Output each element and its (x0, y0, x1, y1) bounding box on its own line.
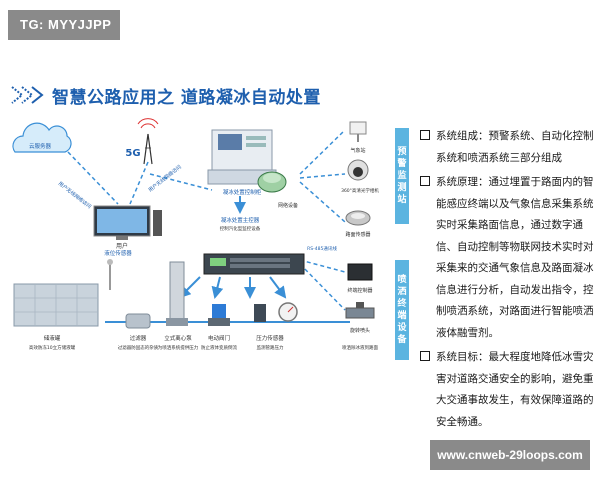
bullet-item: 系统目标：最大程度地降低冰雪灾害对道路交通安全的影响，避免重大交通事故发生，有效… (420, 347, 596, 433)
level-sensor-icon (107, 259, 113, 290)
tank-label: 储液罐 (44, 334, 61, 342)
pump-sub-label: 为喷洒系统提供压力 (158, 344, 199, 351)
slide-background (0, 70, 600, 410)
filter-icon (125, 313, 151, 329)
rs485-label: RS-485通讯线 (307, 245, 337, 252)
host-label: 凝冰处置主控器 (221, 216, 260, 224)
5g-label: 5G (125, 148, 140, 159)
corner-tag: TG: MYYJJPP (8, 10, 120, 40)
valve-label: 电动阀门 (208, 334, 230, 342)
terminal-controller-icon (347, 263, 373, 281)
user-label: 用户 (116, 242, 128, 250)
storage-tank-icon (13, 283, 99, 327)
road-sensor-label: 路面传感器 (345, 231, 370, 238)
host-sub-label: 控制汽化型监控设备 (220, 225, 261, 232)
nozzle-label: 旋转喷头 (350, 327, 370, 334)
pressure-label: 压力传感器 (256, 334, 284, 342)
chevron-arrow-icon (11, 86, 44, 104)
control-cabinet-label: 凝冰处置控制柜 (223, 188, 262, 196)
diagram-canvas: 云服务器 5G 用户无线网络访问 用户无线网络访问 用户 凝冰处置 (12, 118, 379, 351)
pressure-gauge-icon (278, 302, 298, 322)
filter-label: 过滤器 (130, 334, 147, 342)
host-controller-icon (203, 253, 305, 275)
side-label-warning: 预警监测站 (395, 128, 409, 224)
bullet-item: 系统组成：预警系统、自动化控制系统和喷洒系统三部分组成 (420, 126, 596, 169)
checkbox-square-icon (420, 176, 430, 186)
valve-sub-label: 防止液体变质倒流 (201, 344, 237, 351)
camera-icon (347, 159, 369, 181)
system-diagram: 云服务器 5G 用户无线网络访问 用户无线网络访问 用户 凝冰处置 (0, 112, 415, 410)
cloud-label: 云服务器 (29, 142, 52, 150)
bullet-text: 系统组成：预警系统、自动化控制系统和喷洒系统三部分组成 (436, 130, 594, 164)
cloud-server-icon (12, 122, 72, 153)
bullet-text: 系统目标：最大程度地降低冰雪灾害对道路交通安全的影响，避免重大交通事故发生，有效… (436, 351, 594, 428)
workstation-icon (93, 205, 162, 240)
weather-station-icon (349, 121, 367, 142)
page-title: 智慧公路应用之 道路凝冰自动处置 (52, 87, 321, 108)
watermark-url: www.cnweb-29loops.com (430, 440, 590, 470)
camera-label: 360°高清光学相机 (341, 187, 379, 194)
user-link-label-1: 用户无线网络访问 (57, 180, 93, 210)
pressure-sensor-icon (254, 304, 266, 322)
pressure-sub-label: 监测管路压力 (257, 344, 284, 351)
control-cabinet-icon (207, 129, 277, 185)
electric-valve-icon (208, 304, 230, 326)
5g-tower-icon (137, 118, 159, 165)
spray-nozzle-icon (345, 302, 375, 319)
checkbox-square-icon (420, 351, 430, 361)
user-link-label-2: 用户无线网络访问 (147, 163, 183, 193)
nozzle-sub-label: 喷洒除冰液到路面 (342, 344, 378, 351)
checkbox-square-icon (420, 130, 430, 140)
weather-label: 气象站 (350, 147, 365, 154)
tank-sub-label: 高效防冻10立方储液罐 (29, 344, 76, 351)
description-panel: 系统组成：预警系统、自动化控制系统和喷洒系统三部分组成 系统原理：通过埋置于路面… (420, 126, 596, 436)
road-sensor-icon (345, 210, 371, 226)
pump-label: 立式离心泵 (164, 334, 192, 342)
gateway-label: 网络设备 (278, 202, 298, 209)
level-sensor-label: 液位传感器 (104, 249, 132, 257)
side-label-spray: 喷洒终端设备 (395, 260, 409, 360)
bullet-item: 系统原理：通过埋置于路面内的智能感应终端以及气象信息采集系统实时采集路面信息，通… (420, 172, 596, 344)
bullet-text: 系统原理：通过埋置于路面内的智能感应终端以及气象信息采集系统实时采集路面信息，通… (436, 176, 594, 339)
network-gateway-icon (257, 171, 287, 193)
vertical-pump-icon (166, 261, 188, 326)
title-row: 智慧公路应用之 道路凝冰自动处置 (10, 80, 321, 110)
filter-sub-label: 过滤器防固态的杂质 (118, 344, 159, 351)
controller-label: 终端控制器 (347, 287, 372, 294)
